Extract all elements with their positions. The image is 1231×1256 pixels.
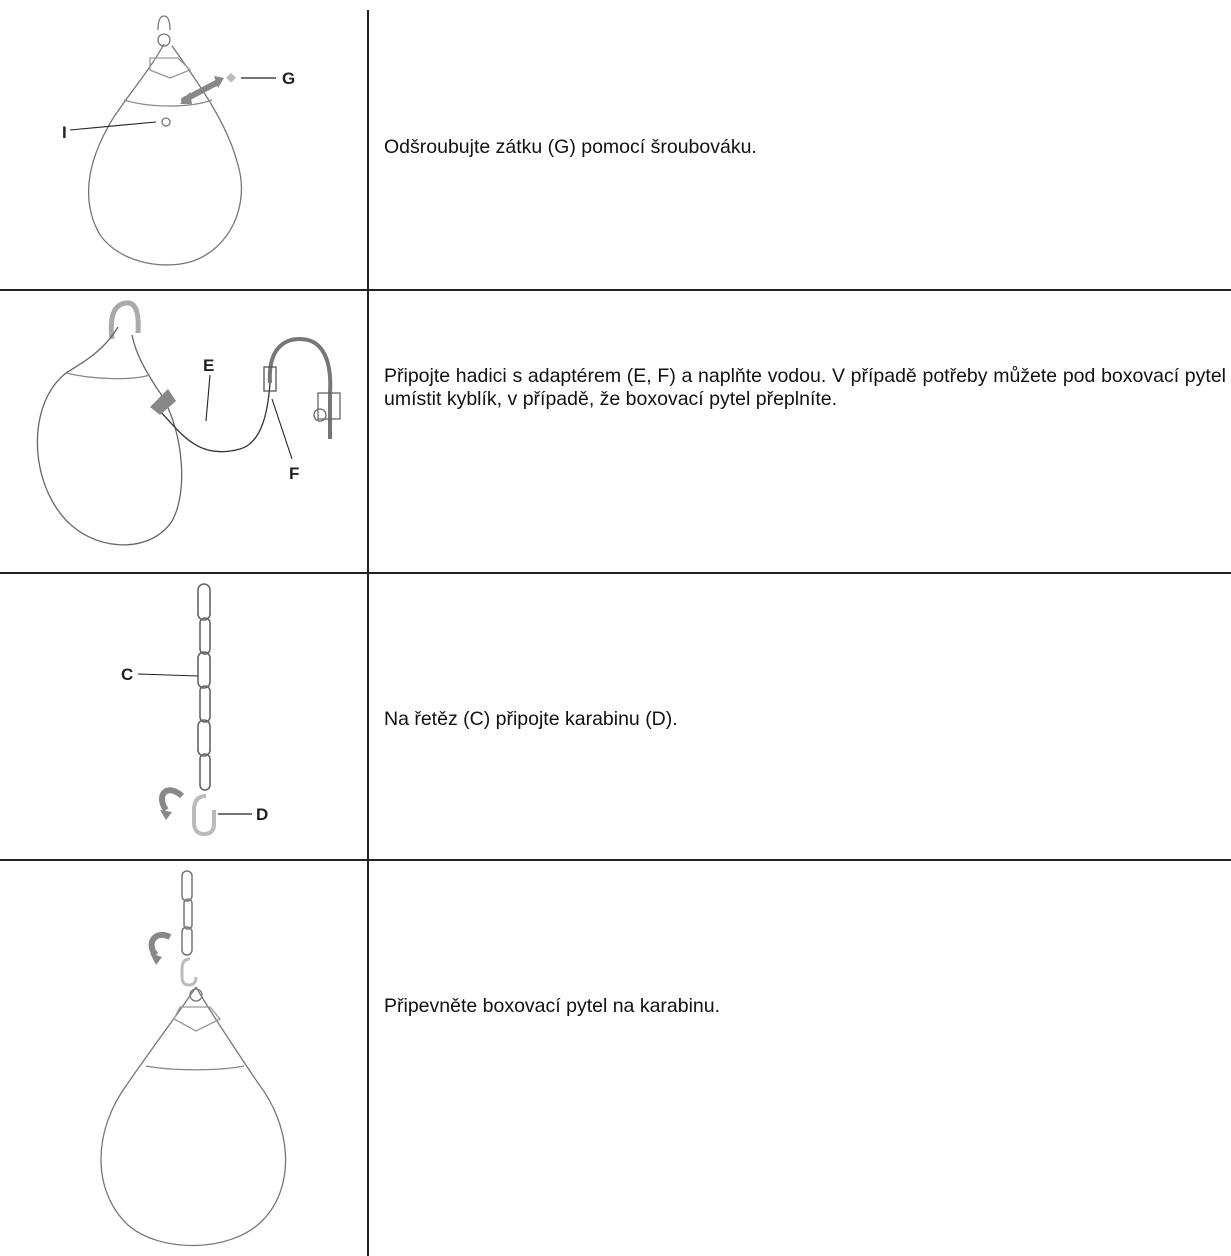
step-row-2: E F Připojte hadici s adaptérem (E, F) a… [0,291,1231,572]
chain-carabiner-illustration: C D [121,583,268,837]
step-3-text: Na řetěz (C) připojte karabinu (D). [384,708,678,730]
row-divider [0,289,1231,291]
step-row-3: C D Na řetěz (C) připojte karabinu (D). [0,574,1231,859]
rotate-arrow-icon [160,810,172,820]
step-row-1: G I Odšroubujte zátku (G) pomocí šroubov… [0,0,1231,289]
column-divider [367,10,369,1256]
row-divider [0,572,1231,574]
step-1-text: Odšroubujte zátku (G) pomocí šroubováku. [384,136,757,158]
label-i: I [62,123,67,142]
bag-hanging-illustration [100,870,287,1247]
arrow-icon [150,389,176,415]
hose-fill-illustration: E F [36,300,341,546]
label-d: D [256,805,268,824]
label-e: E [203,356,214,375]
plug-icon [226,72,236,83]
label-f: F [289,464,299,483]
rotate-arrow-icon [150,953,162,965]
bag-plug-illustration: G I [62,15,295,266]
step-4-text: Připevněte boxovací pytel na karabinu. [384,995,721,1017]
label-g: G [282,69,295,88]
label-c: C [121,665,133,684]
step-2-text: Připojte hadici s adaptérem (E, F) a nap… [384,365,1226,410]
step-row-4: Připevněte boxovací pytel na karabinu. [0,861,1231,1256]
carabiner-icon [192,794,216,837]
row-divider [0,859,1231,861]
